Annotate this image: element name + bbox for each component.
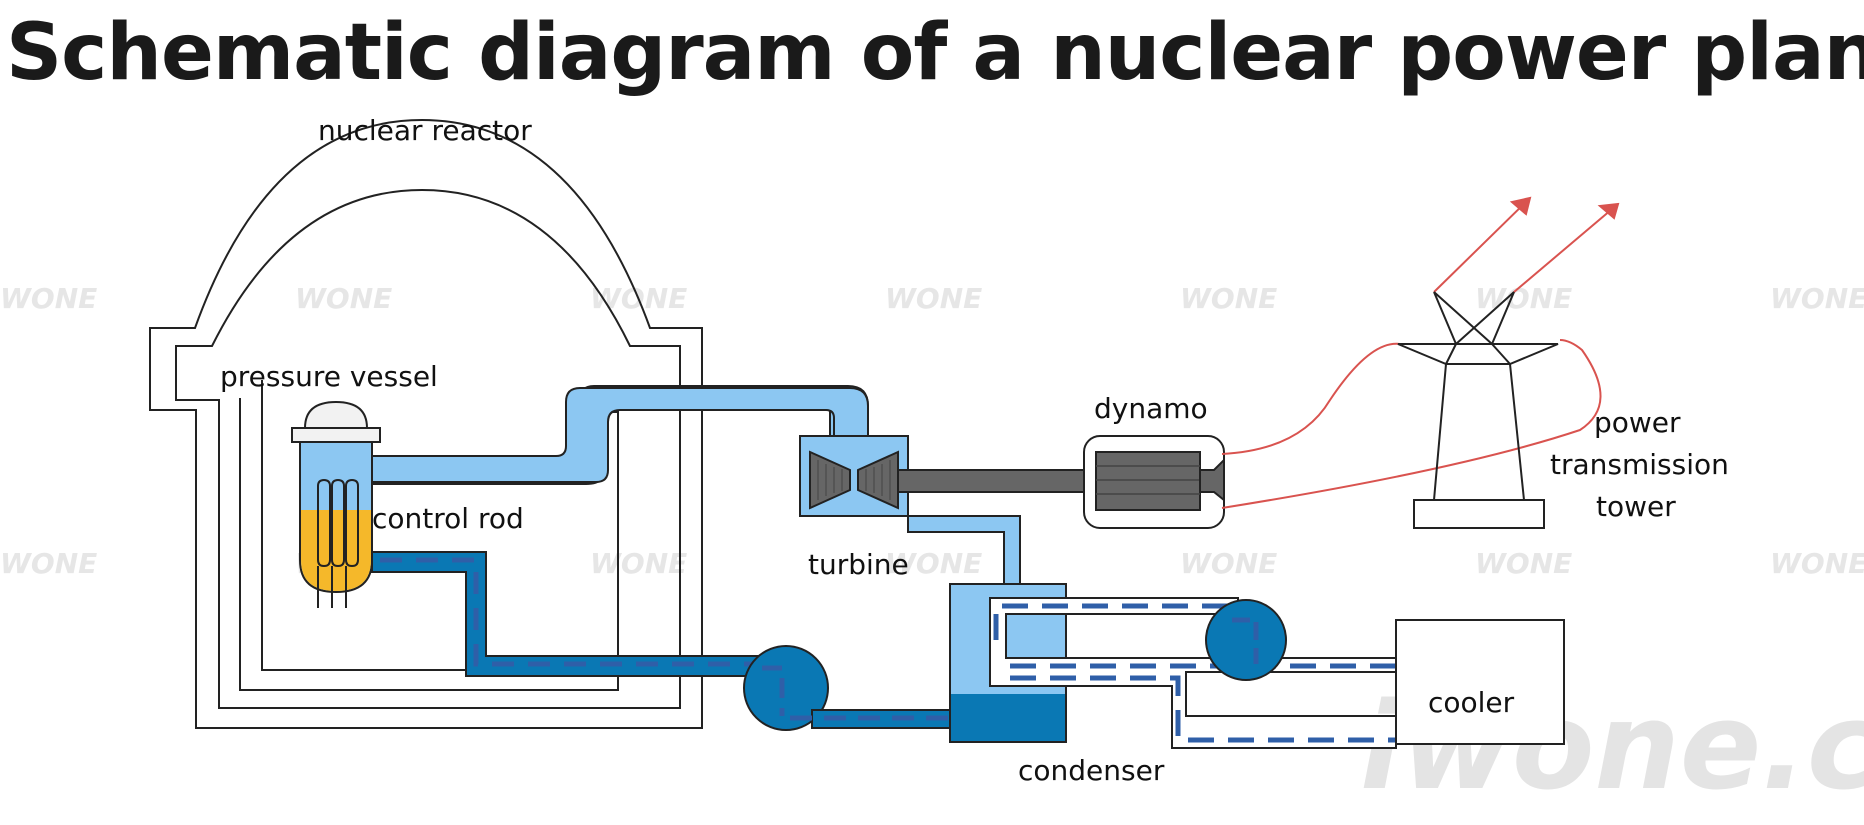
watermark-text: WONE xyxy=(1180,547,1277,580)
turbine xyxy=(799,435,1021,585)
label-nuclear-reactor: nuclear reactor xyxy=(318,114,532,147)
reactor-core-fuel xyxy=(301,510,371,591)
watermark-text: WONE xyxy=(590,547,687,580)
dynamo xyxy=(897,435,1225,529)
label-power-transmission-tower-3: tower xyxy=(1596,490,1676,523)
label-power-transmission-tower-2: transmission xyxy=(1550,448,1729,481)
label-turbine: turbine xyxy=(808,548,909,581)
reactor-shield xyxy=(239,380,619,691)
watermark-text: WONE xyxy=(1475,282,1572,315)
label-control-rod: control rod xyxy=(372,502,524,535)
reactor-outer-wall xyxy=(149,118,703,729)
steam-pipe xyxy=(359,385,869,485)
watermark-text: WONE xyxy=(1770,282,1864,315)
water-pipe xyxy=(371,551,951,731)
pressure-vessel xyxy=(291,400,381,608)
watermark-text: WONE xyxy=(885,547,982,580)
watermark-text: WONE xyxy=(0,547,97,580)
pressure-vessel-dome xyxy=(303,400,369,429)
label-cooler: cooler xyxy=(1428,686,1515,719)
watermark-text: WONE xyxy=(1770,547,1864,580)
diagram-labels: nuclear reactor pressure vessel control … xyxy=(220,114,1729,787)
reactor-wall-thickness xyxy=(149,328,177,410)
transmission-tower xyxy=(1397,291,1559,529)
reactor-building xyxy=(149,118,703,729)
cooling-pump xyxy=(1205,599,1287,681)
watermark-text: WONE xyxy=(0,282,97,315)
watermark-text: WONE xyxy=(1180,282,1277,315)
label-dynamo: dynamo xyxy=(1094,392,1208,425)
cooler xyxy=(1395,619,1565,745)
watermark-text: WONE xyxy=(295,282,392,315)
watermark-text: WONE xyxy=(885,282,982,315)
page-title: Schematic diagram of a nuclear power pla… xyxy=(6,8,1864,98)
cooling-pipe xyxy=(989,597,1397,749)
power-lines xyxy=(1221,196,1620,509)
reactor-inner-wall xyxy=(175,188,681,709)
label-pressure-vessel: pressure vessel xyxy=(220,360,438,393)
label-power-transmission-tower-1: power xyxy=(1594,406,1681,439)
control-rods xyxy=(317,478,359,608)
watermark-text: WONE xyxy=(1475,547,1572,580)
label-condenser: condenser xyxy=(1018,754,1165,787)
